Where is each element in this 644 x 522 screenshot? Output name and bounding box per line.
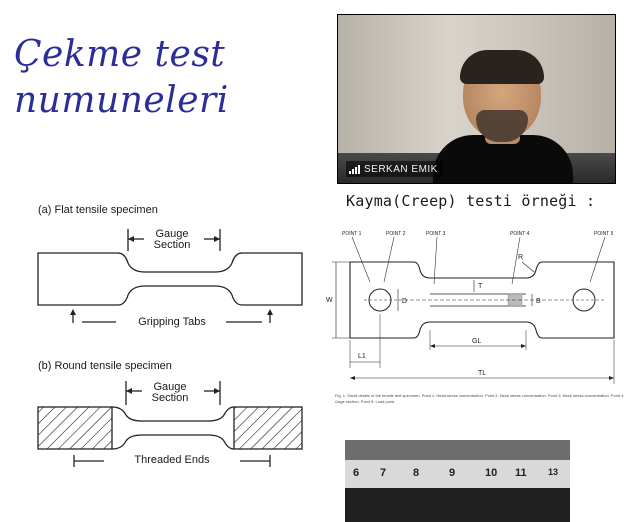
- participant-name: SERKAN EMIK: [364, 163, 438, 175]
- participant-hair: [460, 50, 544, 84]
- flat-specimen-drawing: [37, 229, 303, 323]
- ruler-number: 6: [353, 467, 360, 479]
- dim-D: D: [402, 298, 407, 305]
- creep-specimen-outline: [349, 261, 615, 339]
- ruler-number: 9: [449, 467, 456, 479]
- round-gauge-line1: Gauge: [153, 381, 187, 393]
- flat-gauge-line1: Gauge: [155, 228, 189, 240]
- participant-video-tile[interactable]: SERKAN EMIK: [337, 14, 616, 184]
- dim-R: R: [518, 254, 523, 261]
- point-label-3: POINT 3: [426, 231, 446, 237]
- dim-T: T: [478, 283, 483, 290]
- round-specimen-neck: [111, 406, 235, 450]
- round-specimen-caption: (b) Round tensile specimen: [38, 360, 172, 372]
- dim-B: B: [536, 298, 541, 305]
- ruler-dark-area: [345, 488, 570, 522]
- ruler-number: 13: [548, 467, 559, 477]
- flat-gauge-line2: Section: [153, 239, 191, 251]
- signal-bars-icon: [349, 164, 360, 174]
- ruler-number: 8: [413, 467, 420, 479]
- round-gauge-line2: Section: [151, 392, 189, 404]
- ruler-number: 7: [380, 467, 387, 479]
- round-specimen-drawing: [37, 381, 303, 467]
- creep-title: Kayma(Creep) testi örneği :: [346, 192, 596, 210]
- ruler-number: 11: [515, 467, 527, 479]
- dim-L1: L1: [358, 353, 366, 360]
- dim-TL: TL: [478, 370, 486, 377]
- dim-W: W: [326, 297, 333, 304]
- ruler-number: 10: [485, 467, 498, 479]
- threaded-end-right: [233, 406, 303, 450]
- point-label-2: POINT 2: [386, 231, 406, 237]
- round-ends-label: Threaded Ends: [134, 454, 210, 466]
- participant-beard: [476, 110, 528, 142]
- dim-GL: GL: [472, 338, 481, 345]
- flat-specimen-caption: (a) Flat tensile specimen: [38, 204, 158, 216]
- threaded-end-left: [37, 406, 113, 450]
- slide-title-line2: numuneleri: [14, 80, 229, 121]
- point-label-4: POINT 4: [510, 231, 530, 237]
- ruler-photo: 6 7 8 9 10 11 13: [345, 440, 570, 522]
- point-label-5: POINT 5: [594, 231, 614, 237]
- round-gauge-label: Gauge Section: [130, 382, 210, 404]
- flat-tabs-label: Gripping Tabs: [138, 316, 206, 328]
- ruler-band: [345, 460, 570, 488]
- slide-title-line1: Çekme test: [14, 34, 226, 75]
- creep-specimen-drawing: POINT 1 POINT 2 POINT 3 POINT 4 POINT 5 …: [326, 231, 615, 384]
- slide-title: Çekme test numuneleri: [14, 32, 314, 124]
- flat-specimen-outline: [37, 252, 303, 306]
- creep-figure-caption: Fig. 1. Small details of the tensile tes…: [335, 393, 625, 404]
- point-label-1: POINT 1: [342, 231, 362, 237]
- participant-name-tag: SERKAN EMIK: [346, 161, 443, 177]
- flat-gauge-label: Gauge Section: [132, 229, 212, 251]
